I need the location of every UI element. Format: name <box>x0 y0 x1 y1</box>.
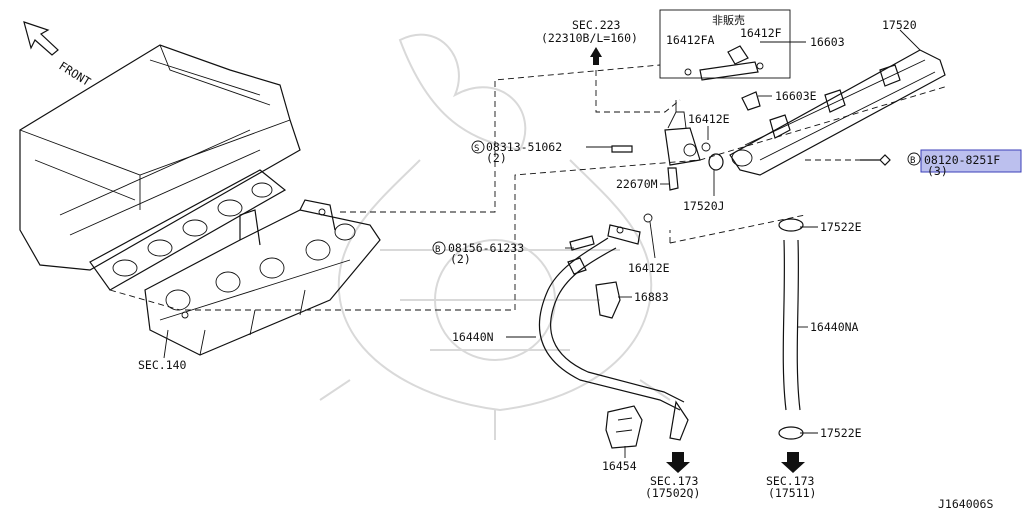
part-16412FA-label: 16412FA <box>666 33 715 47</box>
screw-qty-label: (2) <box>486 151 507 165</box>
intake-manifold <box>144 199 381 356</box>
bolt2-part-label: 08156-61233 <box>448 241 524 255</box>
pressure-regulator <box>664 100 724 191</box>
part-17520J-label: 17520J <box>683 199 725 213</box>
part-17520-label: 17520 <box>882 18 917 32</box>
fuel-hose-16440NA <box>778 218 804 440</box>
circled-prefixes <box>432 140 921 255</box>
screw-prefix: S <box>474 144 479 154</box>
leader-lines <box>163 29 921 458</box>
bolt1-qty-label: (3) <box>927 164 948 178</box>
part-16883-label: 16883 <box>634 290 669 304</box>
fuel-hose-16440N <box>538 237 689 441</box>
part-16412E-top-label: 16412E <box>688 112 730 126</box>
diagram-id-label: J164006S <box>938 497 993 511</box>
sec173b-label: SEC.173 <box>766 474 815 488</box>
part-16412F-label: 16412F <box>740 26 782 40</box>
part-labels: SEC.223 (22310B/L=160) 非販売 16412FA 16412… <box>138 14 1000 511</box>
fasteners <box>569 145 891 251</box>
bolt1-part-label: 08120-8251F <box>924 153 1000 167</box>
sec173a-sub-label: (17502Q) <box>645 486 700 500</box>
part-22670M-label: 22670M <box>616 177 658 191</box>
bolt2-qty-label: (2) <box>450 252 471 266</box>
sec223-sub-label: (22310B/L=160) <box>541 31 638 45</box>
front-direction-arrow: FRONT <box>23 21 93 89</box>
bracket-16454 <box>605 405 643 449</box>
part-16603E-label: 16603E <box>775 89 817 103</box>
not-for-sale-label: 非販売 <box>712 14 745 27</box>
watermark-emblem <box>319 33 671 440</box>
screw-part-label: 08313-51062 <box>486 140 562 154</box>
sec223-label: SEC.223 <box>572 18 621 32</box>
direction-arrows <box>590 47 805 473</box>
front-label: FRONT <box>56 59 93 89</box>
bolt1-prefix: B <box>910 156 915 166</box>
highlight-box <box>920 149 1022 173</box>
injector-detail-box <box>659 9 791 81</box>
part-16440NA-label: 16440NA <box>810 320 859 334</box>
part-16440N-label: 16440N <box>452 330 494 344</box>
part-16603-label: 16603 <box>810 35 845 49</box>
part-17522E-bottom-label: 17522E <box>820 426 862 440</box>
sec173a-label: SEC.173 <box>650 474 699 488</box>
part-16454-label: 16454 <box>602 459 637 473</box>
part-16412E-mid-label: 16412E <box>628 261 670 275</box>
bolt2-prefix: B <box>435 245 440 255</box>
sec173b-sub-label: (17511) <box>768 486 816 500</box>
cylinder-head <box>19 44 301 291</box>
sec140-label: SEC.140 <box>138 358 187 372</box>
reference-lines <box>109 64 949 311</box>
part-17522E-top-label: 17522E <box>820 220 862 234</box>
